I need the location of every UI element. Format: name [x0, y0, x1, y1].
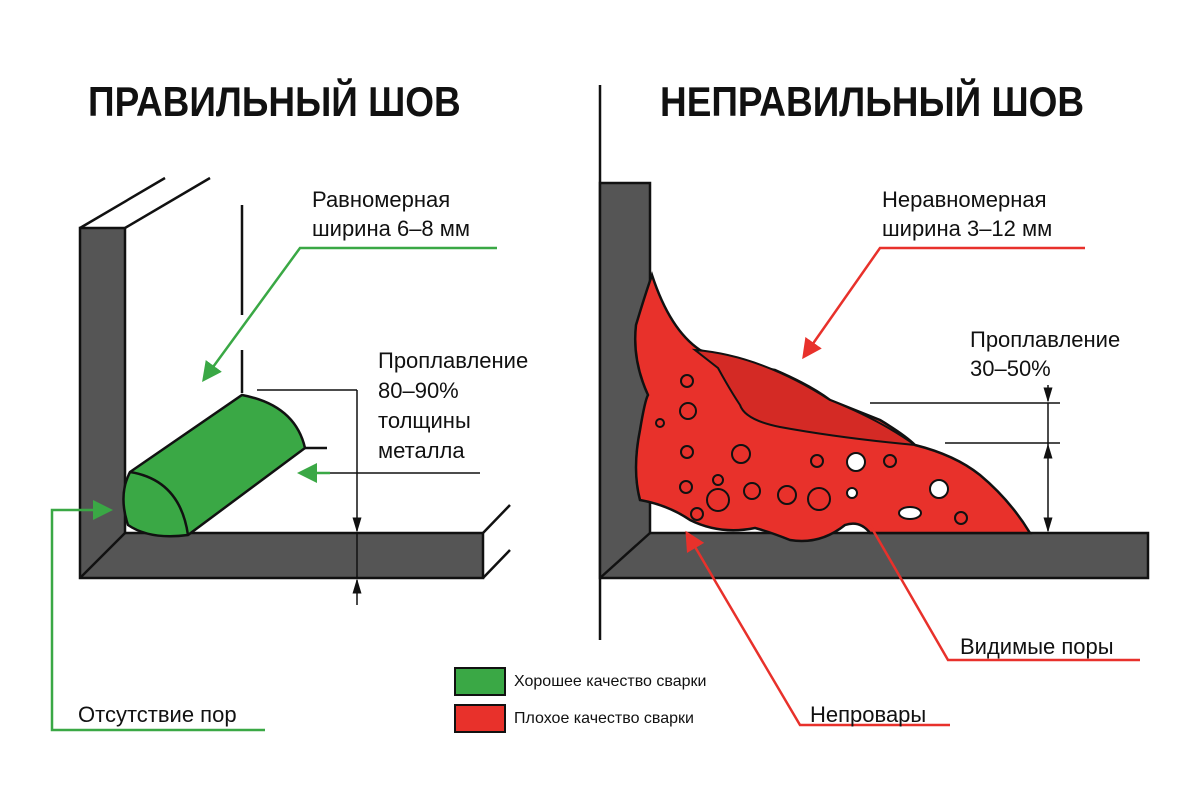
left-width-label-2: ширина 6–8 мм: [312, 216, 471, 241]
right-metal-plates: [598, 181, 1150, 580]
left-penetration-4: металла: [378, 438, 465, 463]
pore: [807, 487, 831, 511]
pore: [810, 454, 824, 468]
right-title: НЕПРАВИЛЬНЫЙ ШОВ: [660, 78, 1085, 125]
pore: [679, 480, 693, 494]
left-penetration-3: толщины: [378, 408, 471, 433]
right-dimension-lines: [870, 385, 1060, 533]
pore: [954, 511, 968, 525]
lack-of-fusion-label: Непровары: [810, 702, 927, 727]
pore: [706, 488, 730, 512]
pore: [846, 487, 858, 499]
pore: [898, 506, 922, 520]
pore: [655, 418, 665, 428]
left-green-arrows: [50, 246, 497, 732]
legend-bad-swatch: [454, 704, 506, 733]
left-dimension-lines: [240, 205, 480, 605]
bad-weld-bead: [633, 271, 1033, 543]
good-weld-bead: [122, 393, 307, 538]
right-penetration-2: 30–50%: [970, 356, 1051, 381]
legend-bad-label: Плохое качество сварки: [514, 710, 694, 727]
pore: [883, 454, 897, 468]
left-penetration-2: 80–90%: [378, 378, 459, 403]
left-title: ПРАВИЛЬНЫЙ ШОВ: [88, 78, 461, 125]
legend-good-label: Хорошее качество сварки: [514, 673, 707, 690]
no-pores-label: Отсутствие пор: [78, 702, 237, 727]
pore: [712, 474, 724, 486]
pore: [777, 485, 797, 505]
right-penetration-1: Проплавление: [970, 327, 1121, 352]
left-metal-plates: [78, 176, 511, 580]
pore: [680, 445, 694, 459]
right-red-arrows: [685, 246, 1140, 727]
pores: [655, 374, 968, 525]
pore: [679, 402, 697, 420]
pore: [929, 479, 949, 499]
left-penetration-1: Проплавление: [378, 348, 529, 373]
pore: [743, 482, 761, 500]
right-width-label-2: ширина 3–12 мм: [882, 216, 1053, 241]
left-width-label-1: Равномерная: [312, 187, 451, 212]
visible-pores-label: Видимые поры: [960, 634, 1114, 659]
right-width-label-1: Неравномерная: [882, 187, 1047, 212]
pore: [690, 507, 704, 521]
pore: [731, 444, 751, 464]
pore: [846, 452, 866, 472]
pore: [680, 374, 694, 388]
legend-good-swatch: [454, 667, 506, 696]
